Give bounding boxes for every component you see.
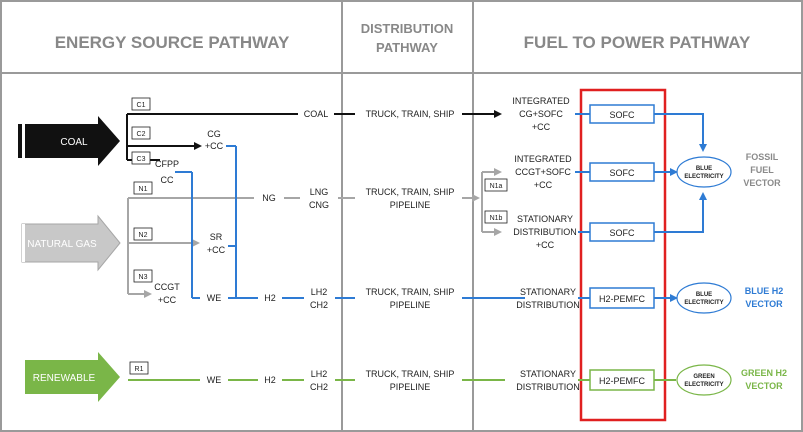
distribution-row3b: PIPELINE xyxy=(390,300,431,310)
carrier-h2-renewable: H2 xyxy=(264,375,276,385)
natural-gas-source-arrow xyxy=(21,214,121,272)
fuel-cg-sofc: CG+SOFC xyxy=(519,109,563,119)
carrier-h2: H2 xyxy=(264,293,276,303)
vector-green-h2-2: VECTOR xyxy=(745,381,783,391)
fuel-cc-2: +CC xyxy=(534,180,553,190)
natural-gas-label: NATURAL GAS xyxy=(27,239,97,250)
fuel-ccgt-sofc: CCGT+SOFC xyxy=(515,167,571,177)
fuel-integrated-1: INTEGRATED xyxy=(512,96,570,106)
carrier-ch2-renewable: CH2 xyxy=(310,382,328,392)
tag-c2: C2 xyxy=(137,131,146,138)
unit-sofc-2-label: SOFC xyxy=(609,168,635,178)
header-energy: ENERGY SOURCE PATHWAY xyxy=(55,33,290,52)
output-blue-2: BLUE xyxy=(696,292,712,298)
output-electricity-2: ELECTRICITY xyxy=(684,300,723,306)
tag-n2: N2 xyxy=(139,232,148,239)
distribution-row4b: PIPELINE xyxy=(390,382,431,392)
fuel-cc-1: +CC xyxy=(532,122,551,132)
process-cg-cc: +CC xyxy=(205,141,224,151)
fuel-distribution-2: DISTRIBUTION xyxy=(516,300,580,310)
coal-source-arrow xyxy=(14,116,120,166)
unit-sofc-1-label: SOFC xyxy=(609,110,635,120)
vector-blue-h2-2: VECTOR xyxy=(745,299,783,309)
output-electricity-1: ELECTRICITY xyxy=(684,174,723,180)
vector-blue-h2-1: BLUE H2 xyxy=(745,286,784,296)
fuel-stationary-2: STATIONARY xyxy=(520,287,576,297)
process-sr: SR xyxy=(210,232,223,242)
distribution-row3a: TRUCK, TRAIN, SHIP xyxy=(366,287,455,297)
unit-pemfc-2-label: H2-PEMFC xyxy=(599,376,646,386)
header-fuel: FUEL TO POWER PATHWAY xyxy=(524,33,751,52)
carrier-coal: COAL xyxy=(304,109,329,119)
carrier-ch2: CH2 xyxy=(310,300,328,310)
coal-label: COAL xyxy=(60,137,88,148)
distribution-row2a: TRUCK, TRAIN, SHIP xyxy=(366,187,455,197)
renewable-source-arrow xyxy=(22,352,120,402)
distribution-row4a: TRUCK, TRAIN, SHIP xyxy=(366,369,455,379)
vector-fossil-2: FUEL xyxy=(750,165,774,175)
carrier-cng: CNG xyxy=(309,200,329,210)
vector-fossil-1: FOSSIL xyxy=(746,152,779,162)
tag-n1a: N1a xyxy=(490,183,503,190)
process-we: WE xyxy=(207,293,222,303)
vector-fossil-3: VECTOR xyxy=(743,178,781,188)
process-cfpp-cc: CC xyxy=(161,175,174,185)
header-distribution-2: PATHWAY xyxy=(376,40,438,55)
carrier-lh2-renewable: LH2 xyxy=(311,369,328,379)
tag-r1: R1 xyxy=(135,366,144,373)
renewable-label: RENEWABLE xyxy=(33,373,96,384)
unit-pemfc-1-label: H2-PEMFC xyxy=(599,294,646,304)
tag-n1: N1 xyxy=(139,186,148,193)
fuel-cell-frame xyxy=(579,88,667,422)
process-sr-cc: +CC xyxy=(207,245,226,255)
output-electricity-3: ELECTRICITY xyxy=(684,382,723,388)
tag-n1b: N1b xyxy=(490,215,503,222)
distribution-row1: TRUCK, TRAIN, SHIP xyxy=(366,109,455,119)
process-ccgt-cc: +CC xyxy=(158,295,177,305)
process-ccgt: CCGT xyxy=(154,282,180,292)
tag-n3: N3 xyxy=(139,274,148,281)
carrier-lh2: LH2 xyxy=(311,287,328,297)
output-blue-electricity-2 xyxy=(676,282,732,314)
output-green: GREEN xyxy=(693,374,714,380)
unit-sofc-3-label: SOFC xyxy=(609,228,635,238)
carrier-ng: NG xyxy=(262,193,276,203)
distribution-row2b: PIPELINE xyxy=(390,200,431,210)
tag-c1: C1 xyxy=(137,102,146,109)
output-blue-1: BLUE xyxy=(696,166,712,172)
process-we-renewable: WE xyxy=(207,375,222,385)
fuel-cc-3: +CC xyxy=(536,240,555,250)
header-distribution-1: DISTRIBUTION xyxy=(361,21,453,36)
fuel-distribution-1: DISTRIBUTION xyxy=(513,227,577,237)
process-cg: CG xyxy=(207,129,221,139)
fuel-stationary-3: STATIONARY xyxy=(520,369,576,379)
fuel-integrated-2: INTEGRATED xyxy=(514,154,572,164)
fuel-stationary-1: STATIONARY xyxy=(517,214,573,224)
vector-green-h2-1: GREEN H2 xyxy=(741,368,787,378)
output-blue-electricity-1 xyxy=(676,156,732,188)
process-cfpp: CFPP xyxy=(155,159,179,169)
tag-c3: C3 xyxy=(137,156,146,163)
carrier-lng: LNG xyxy=(310,187,329,197)
fuel-distribution-3: DISTRIBUTION xyxy=(516,382,580,392)
output-green-electricity xyxy=(676,364,732,396)
